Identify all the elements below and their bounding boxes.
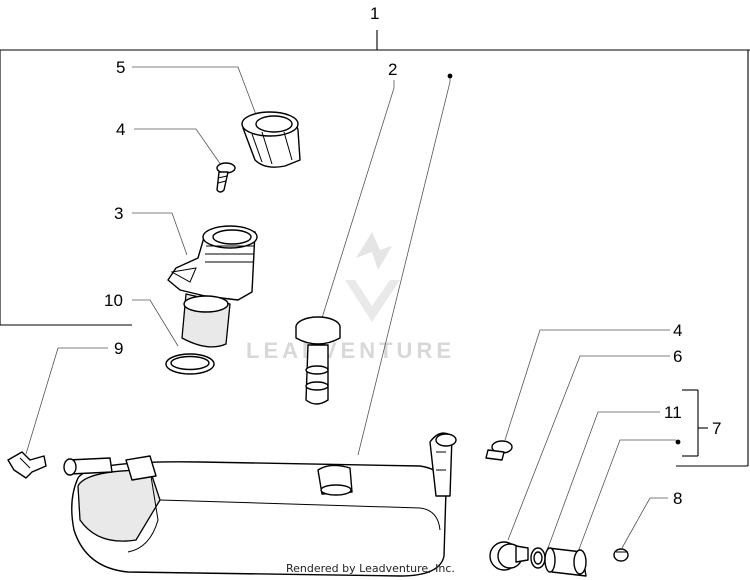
fuel-tank-part: [63, 432, 457, 577]
breather-valve-part: [295, 316, 341, 405]
callout-10: 10: [104, 291, 123, 310]
fuel-cap-part: [241, 111, 301, 168]
clip-part: [7, 451, 47, 479]
watermark-logo: [345, 232, 400, 322]
assembly-bracket: [0, 30, 750, 467]
callout-5: 5: [116, 58, 125, 77]
small-clip-part: [613, 548, 629, 562]
watermark-text: LEADVENTURE: [246, 338, 455, 363]
leader-dot-7: [675, 439, 681, 445]
screw-part-top: [216, 162, 236, 193]
callout-8: 8: [673, 489, 682, 508]
filler-neck-part: [167, 225, 258, 348]
callout-9: 9: [114, 339, 123, 358]
callout-7: 7: [712, 419, 721, 438]
render-credit: Rendered by Leadventure, Inc.: [286, 562, 455, 575]
screw-part-right: [485, 440, 513, 461]
callout-11: 11: [664, 403, 682, 422]
leader-lines: [25, 66, 676, 553]
callout-3: 3: [114, 204, 123, 223]
callout-1: 1: [370, 4, 379, 23]
callout-2: 2: [388, 60, 397, 79]
callout-4-top: 4: [116, 120, 125, 139]
seal-ring-part: [530, 547, 546, 569]
callout-4-right: 4: [673, 321, 682, 340]
o-ring-part: [165, 353, 215, 375]
callout-6: 6: [673, 347, 682, 366]
hose-connector-part: [544, 547, 587, 577]
leader-dot-tank: [447, 73, 453, 79]
hose-clamp-part: [489, 541, 529, 571]
bracket-7: [682, 389, 708, 457]
